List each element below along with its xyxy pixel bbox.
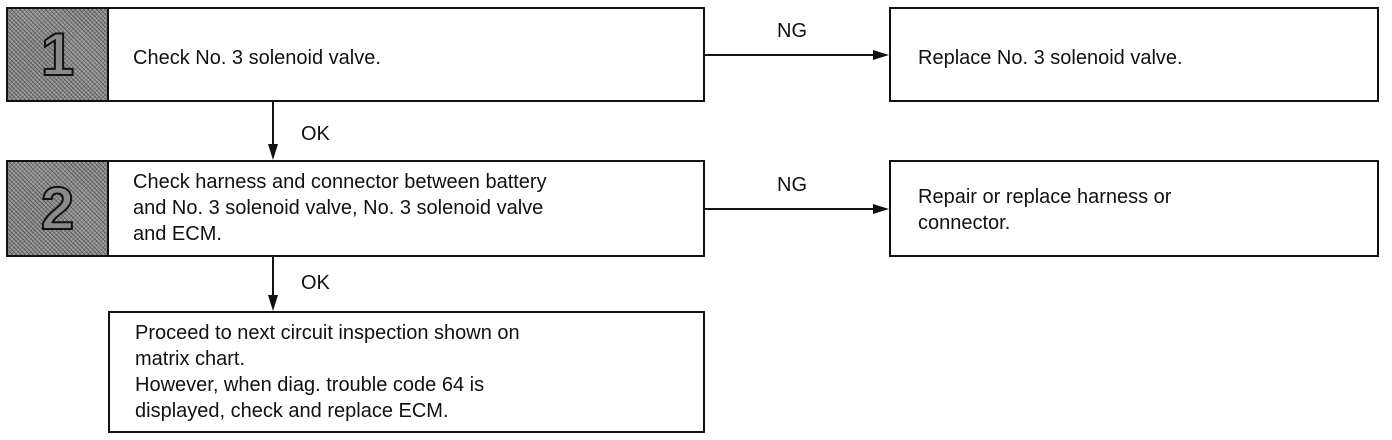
- step-1-ng-arrowhead: [873, 50, 889, 60]
- step-1-text: Check No. 3 solenoid valve.: [133, 47, 381, 69]
- step-1-ng-label: NG: [777, 20, 807, 42]
- repair-harness-box: Repair or replace harness or connector.: [889, 160, 1379, 257]
- step-2-ng-arrowhead: [873, 204, 889, 214]
- step-2-text: Check harness and connector between batt…: [133, 171, 547, 245]
- step-1-ng-line: [705, 54, 875, 56]
- step-2-ok-line: [272, 257, 274, 297]
- step-1-box: 1 Check No. 3 solenoid valve.: [6, 7, 705, 102]
- repair-harness-text: Repair or replace harness or connector.: [918, 186, 1172, 234]
- replace-valve-text: Replace No. 3 solenoid valve.: [918, 47, 1183, 69]
- step-1-ok-arrowhead: [268, 144, 278, 160]
- proceed-box: Proceed to next circuit inspection shown…: [108, 311, 705, 433]
- step-1-number-badge: 1: [8, 9, 109, 100]
- step-2-number: 2: [40, 174, 75, 242]
- step-1-number: 1: [40, 20, 75, 88]
- step-2-ng-line: [705, 208, 875, 210]
- step-2-number-badge: 2: [8, 162, 109, 255]
- replace-valve-box: Replace No. 3 solenoid valve.: [889, 7, 1379, 102]
- step-1-ok-label: OK: [301, 123, 330, 145]
- step-1-ok-line: [272, 102, 274, 146]
- step-2-ng-label: NG: [777, 174, 807, 196]
- step-2-box: 2 Check harness and connector between ba…: [6, 160, 705, 257]
- proceed-text: Proceed to next circuit inspection shown…: [135, 322, 520, 422]
- step-2-ok-arrowhead: [268, 295, 278, 311]
- step-2-ok-label: OK: [301, 272, 330, 294]
